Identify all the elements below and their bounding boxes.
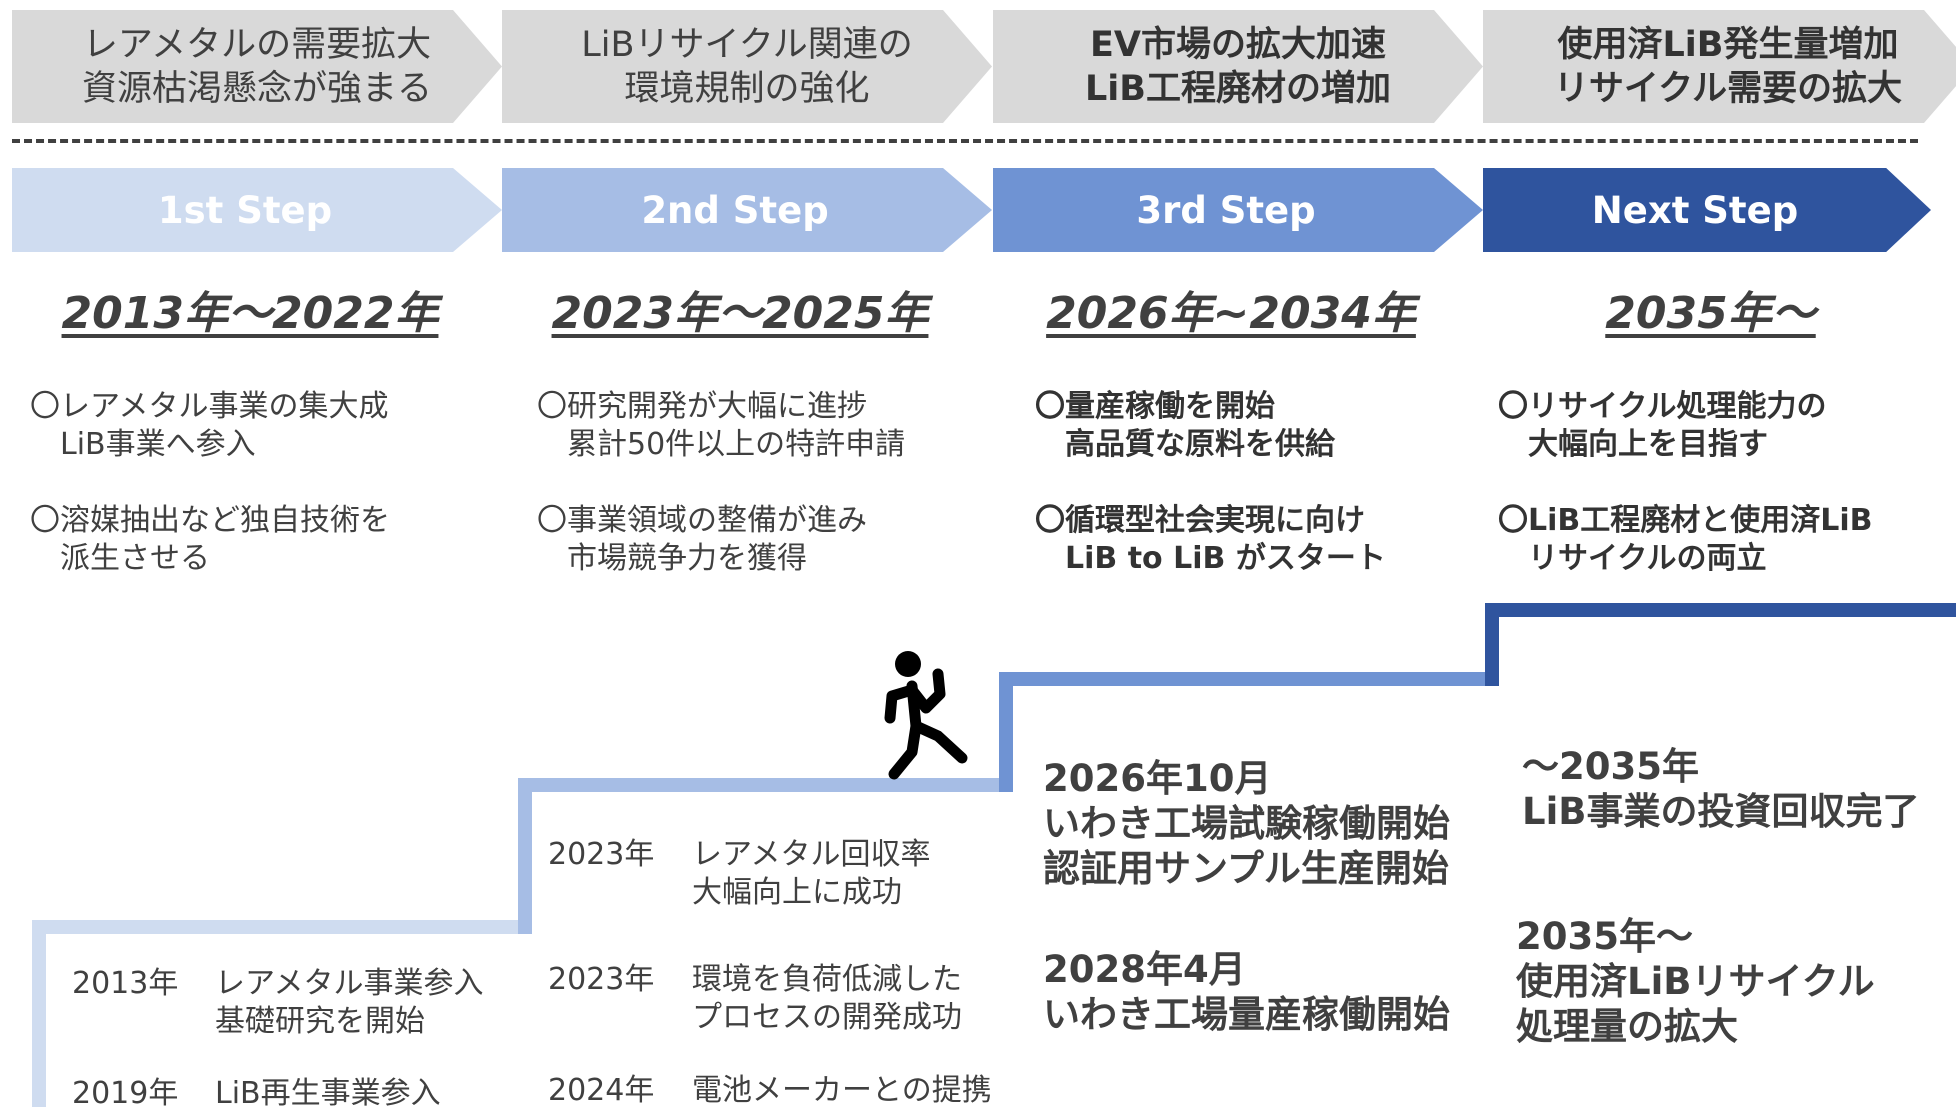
- stair-1-tread: [32, 920, 532, 934]
- period-4: 2035年～: [1605, 288, 1816, 339]
- stair-4-tread: [1485, 603, 1956, 617]
- stair-3-tread: [999, 672, 1499, 686]
- event-4-text: 環境を負荷低減した プロセスの開発成功: [692, 962, 962, 1035]
- step-label-2: 2nd Step: [641, 188, 829, 232]
- step-arrow-4: Next Step: [1483, 168, 1931, 252]
- context-text-3: EV市場の拡大加速 LiB工程廃材の増加: [1085, 24, 1391, 109]
- goal-3b: 〇循環型社会実現に向け LiB to LiB がスタート: [1035, 503, 1386, 576]
- stair-2-riser: [518, 778, 532, 934]
- step-arrow-1: 1st Step: [12, 168, 502, 252]
- goal-4a: 〇リサイクル処理能力の 大幅向上を目指す: [1498, 389, 1827, 462]
- milestone-3a: 2026年10月 いわき工場試験稼働開始 認証用サンプル生産開始: [1043, 757, 1450, 890]
- step-arrow-2: 2nd Step: [502, 168, 992, 252]
- event-3-text: レアメタル回収率 大幅向上に成功: [692, 837, 931, 910]
- context-text-4: 使用済LiB発生量増加 リサイクル需要の拡大: [1553, 24, 1903, 109]
- dashed-divider: [12, 139, 1918, 143]
- milestone-4a: ～2035年 LiB事業の投資回収完了: [1522, 745, 1920, 833]
- period-1: 2013年～2022年: [61, 288, 439, 339]
- stair-4-riser: [1485, 603, 1499, 686]
- stair-2-tread: [518, 778, 1013, 792]
- event-3-year: 2023年: [548, 837, 655, 872]
- goal-1b: 〇溶媒抽出など独自技術を 派生させる: [30, 503, 390, 576]
- event-5-text: 電池メーカーとの提携: [692, 1073, 992, 1108]
- event-1-year: 2013年: [72, 966, 179, 1001]
- stair-1-vertical: [32, 920, 46, 1107]
- milestone-3b: 2028年4月 いわき工場量産稼働開始: [1043, 948, 1450, 1036]
- context-text-1: レアメタルの需要拡大 資源枯渇懸念が強まる: [81, 24, 432, 109]
- goal-2a: 〇研究開発が大幅に進捗 累計50件以上の特許申請: [537, 389, 906, 462]
- event-2-text: LiB再生事業参入: [215, 1076, 441, 1111]
- stair-3-riser: [999, 672, 1013, 792]
- context-arrow-4: 使用済LiB発生量増加 リサイクル需要の拡大: [1483, 10, 1956, 123]
- event-4-year: 2023年: [548, 962, 655, 997]
- period-2: 2023年～2025年: [551, 288, 929, 339]
- event-5-year: 2024年: [548, 1073, 655, 1108]
- running-person-icon: [884, 651, 968, 780]
- event-2-year: 2019年: [72, 1076, 179, 1111]
- goal-2b: 〇事業領域の整備が進み 市場競争力を獲得: [537, 503, 867, 576]
- goal-4b: 〇LiB工程廃材と使用済LiB リサイクルの両立: [1498, 503, 1873, 576]
- context-text-2: LiBリサイクル関連の 環境規制の強化: [581, 24, 913, 109]
- event-1-text: レアメタル事業参入 基礎研究を開始: [215, 966, 484, 1039]
- step-label-3: 3rd Step: [1136, 188, 1316, 232]
- step-label-1: 1st Step: [157, 188, 333, 232]
- context-arrow-1: レアメタルの需要拡大 資源枯渇懸念が強まる: [12, 10, 502, 123]
- goal-3a: 〇量産稼働を開始 高品質な原料を供給: [1035, 389, 1335, 462]
- step-label-4: Next Step: [1591, 188, 1799, 232]
- period-3: 2026年~2034年: [1046, 288, 1416, 339]
- context-arrow-2: LiBリサイクル関連の 環境規制の強化: [502, 10, 992, 123]
- step-arrow-3: 3rd Step: [993, 168, 1483, 252]
- milestone-4b: 2035年～ 使用済LiBリサイクル 処理量の拡大: [1516, 915, 1875, 1048]
- context-arrow-3: EV市場の拡大加速 LiB工程廃材の増加: [993, 10, 1483, 123]
- goal-1a: 〇レアメタル事業の集大成 LiB事業へ参入: [30, 389, 389, 462]
